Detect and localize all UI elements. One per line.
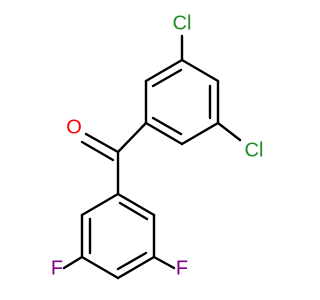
bond	[216, 121, 242, 142]
bond	[151, 116, 183, 136]
carbonyl-group	[80, 121, 148, 196]
chlorine-right-label: Cl	[245, 139, 264, 161]
oxygen-label: O	[66, 116, 82, 138]
structure-canvas: Cl Cl O F F	[50, 12, 264, 280]
bond	[144, 58, 184, 83]
chlorine-top-label: Cl	[173, 12, 192, 34]
difluorophenyl-ring	[62, 192, 176, 280]
bond	[80, 255, 120, 280]
bond	[118, 201, 149, 221]
bond	[144, 121, 184, 146]
bond	[116, 255, 156, 280]
bond	[151, 68, 183, 88]
dichlorophenyl-ring	[144, 34, 242, 146]
bond	[116, 121, 148, 154]
bond	[180, 58, 220, 83]
fluorine-left-label: F	[51, 257, 63, 279]
fluorine-right-label: F	[176, 257, 188, 279]
bond	[80, 192, 120, 217]
bond	[116, 251, 148, 271]
bond	[84, 132, 120, 154]
bond	[180, 121, 220, 146]
bond	[62, 255, 84, 270]
bond	[80, 140, 115, 162]
molecule-diagram: Cl Cl O F F	[51, 12, 264, 280]
bond	[116, 192, 156, 217]
bond	[152, 255, 176, 270]
